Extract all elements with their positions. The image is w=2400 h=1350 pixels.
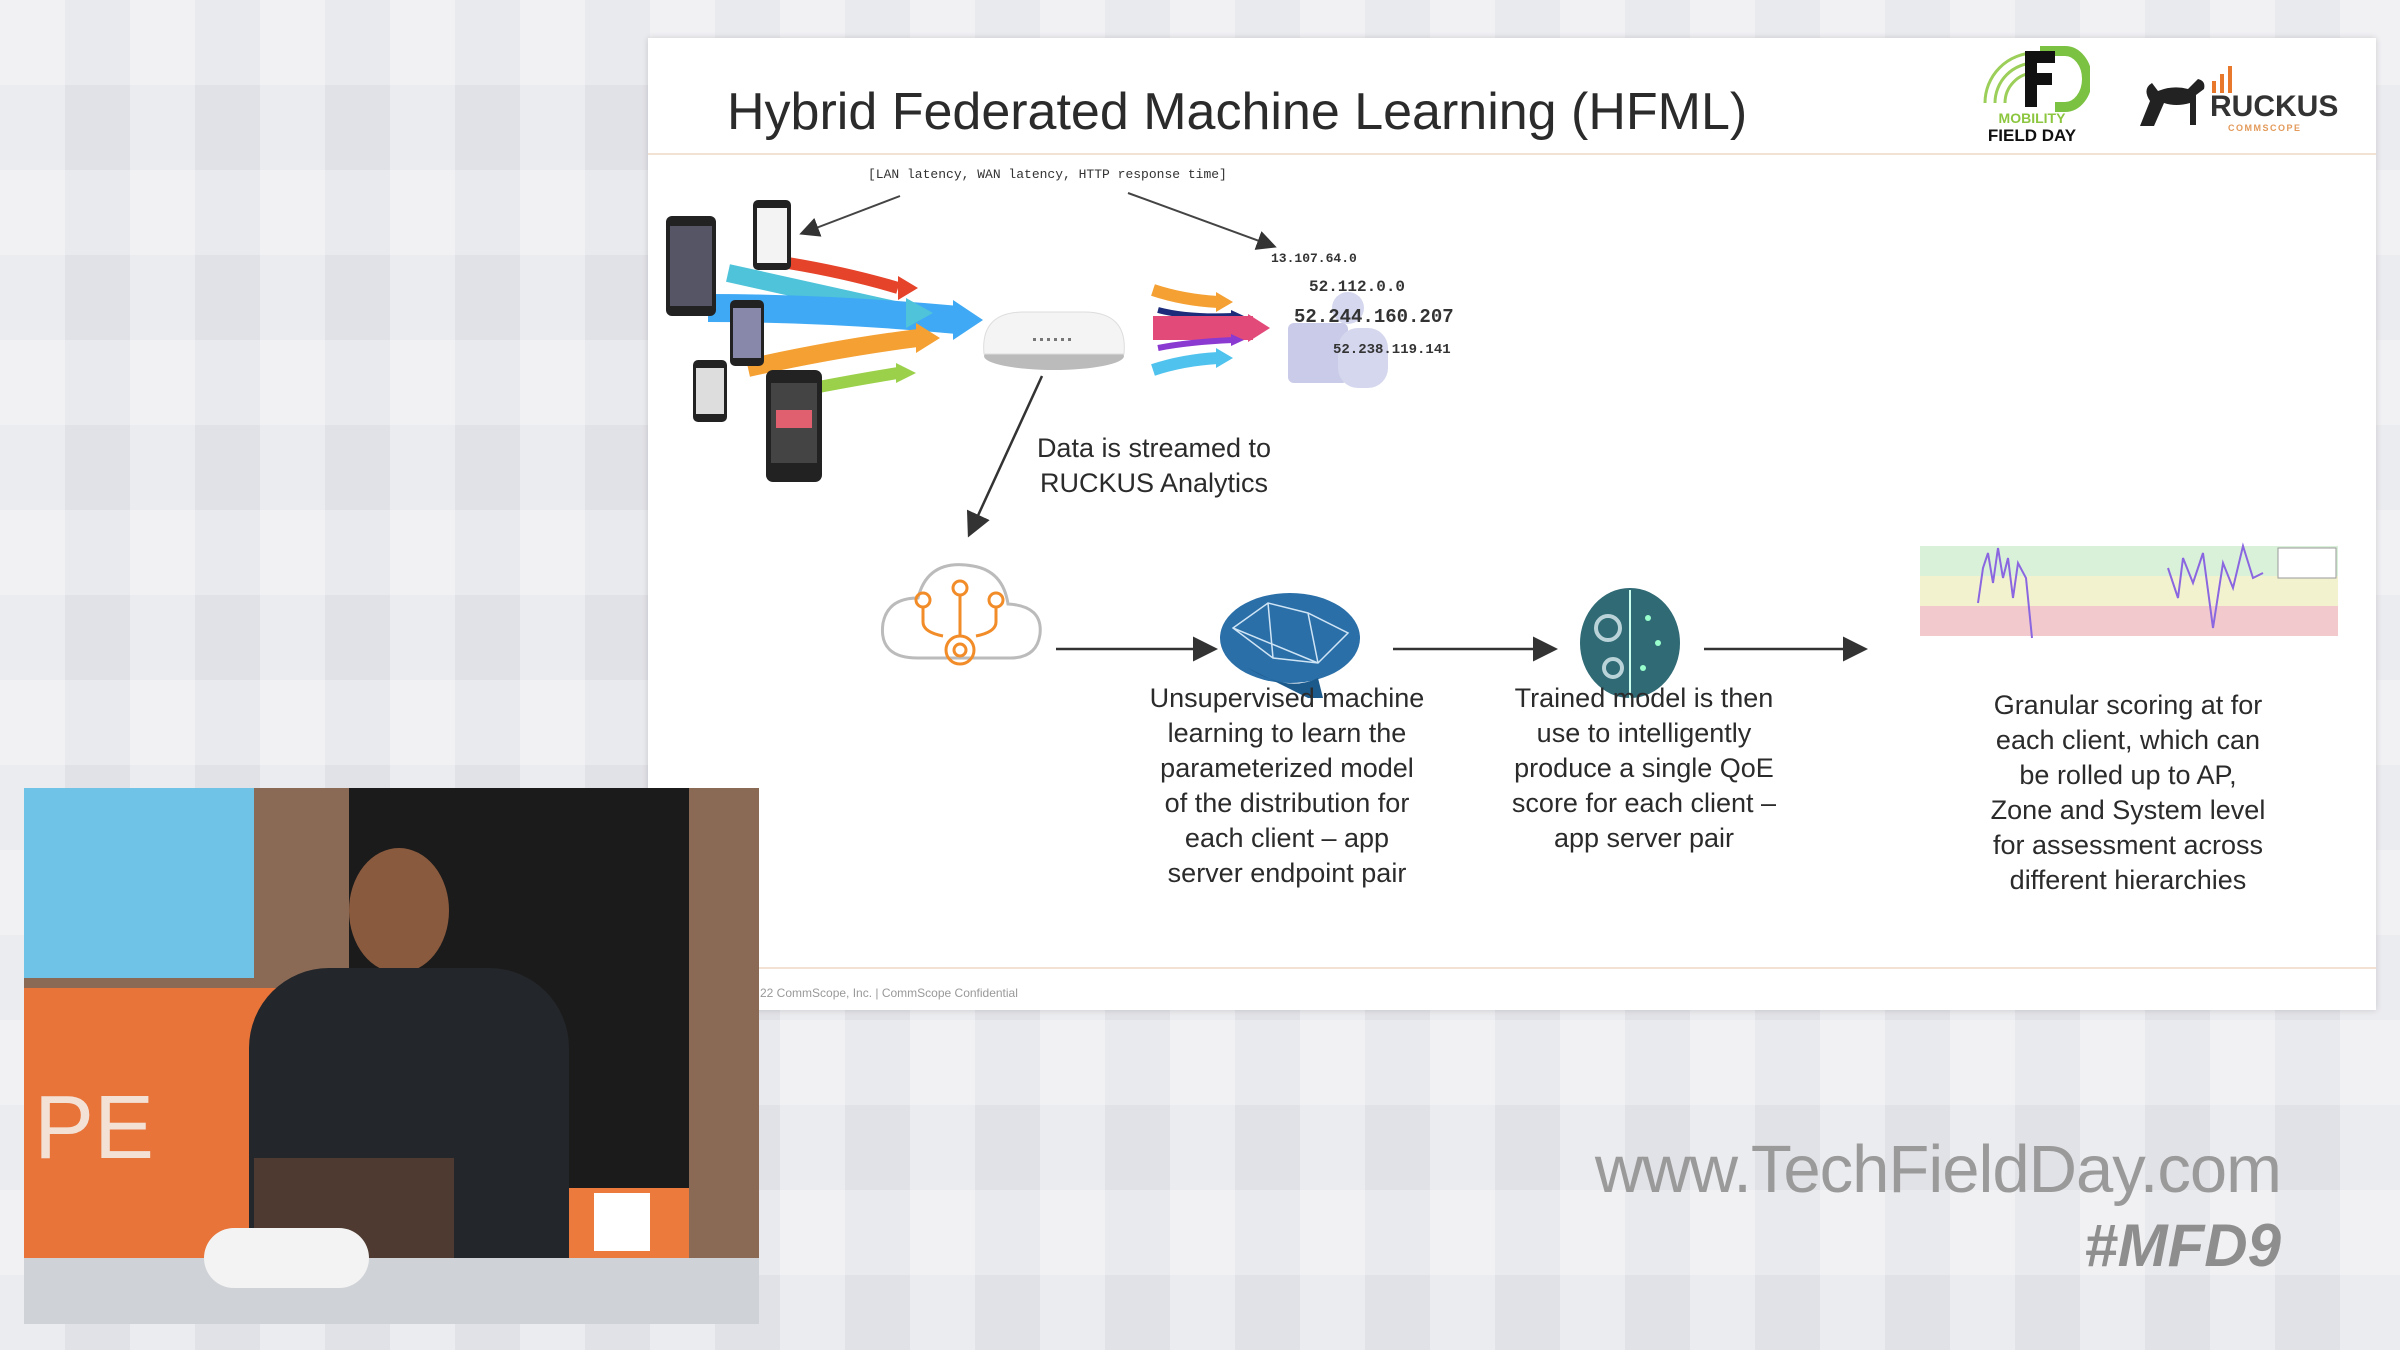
caption-line: parameterized model bbox=[1160, 753, 1414, 783]
caption-line: for assessment across bbox=[1992, 830, 2264, 860]
caption-line: score for each client – bbox=[1511, 788, 1777, 818]
caption-line: Trained model is then bbox=[1514, 683, 1774, 713]
website-watermark: www.TechFieldDay.com bbox=[1594, 1132, 2282, 1207]
caption-line: of the distribution for bbox=[1164, 788, 1410, 818]
stream-arrow bbox=[966, 375, 1044, 538]
ip-address: 52.244.160.207 bbox=[1294, 306, 1454, 328]
svg-text:MOBILITY: MOBILITY bbox=[1999, 110, 2067, 126]
cloud-analytics-icon bbox=[880, 563, 1042, 666]
step-scoring-text: Granular scoring at for each client, whi… bbox=[1958, 688, 2298, 898]
caption-line: app server pair bbox=[1553, 823, 1735, 853]
tv-screen bbox=[24, 788, 254, 978]
ip-address: 13.107.64.0 bbox=[1271, 251, 1357, 266]
caption-line: each client – app bbox=[1184, 823, 1390, 853]
brain-network-icon bbox=[1220, 593, 1360, 698]
presenter-video-feed: PE bbox=[24, 788, 759, 1324]
flow-diagram bbox=[666, 192, 2338, 698]
svg-text:FIELD DAY: FIELD DAY bbox=[1988, 126, 2077, 145]
step-trained-text: Trained model is then use to intelligent… bbox=[1474, 681, 1814, 856]
presenter-head bbox=[349, 848, 449, 973]
caption-line: Zone and System level bbox=[1990, 795, 2266, 825]
qr-code bbox=[594, 1193, 650, 1251]
caption-line: RUCKUS Analytics bbox=[1039, 468, 1269, 498]
caption-line: Granular scoring at for bbox=[1993, 690, 2263, 720]
qoe-score-chart-thumbnail bbox=[1920, 542, 2338, 639]
client-devices bbox=[666, 200, 822, 482]
metrics-label: [LAN latency, WAN latency, HTTP response… bbox=[868, 167, 1227, 182]
mobility-field-day-logo: MOBILITY FIELD DAY bbox=[1983, 46, 2090, 145]
svg-text:RUCKUS: RUCKUS bbox=[2210, 90, 2338, 123]
caption-line: use to intelligently bbox=[1536, 718, 1752, 748]
ruckus-commscope-logo: RUCKUS COMMSCOPE bbox=[2140, 66, 2338, 133]
ip-address: 52.238.119.141 bbox=[1333, 342, 1451, 358]
gear-brain-icon bbox=[1580, 588, 1680, 698]
flow-orange bbox=[746, 329, 920, 377]
flow-red bbox=[787, 257, 900, 294]
header-divider bbox=[648, 153, 2376, 155]
access-point-device bbox=[204, 1228, 369, 1288]
arrow-to-clients bbox=[799, 195, 901, 237]
hashtag-watermark: #MFD9 bbox=[2084, 1212, 2281, 1279]
step-unsupervised-text: Unsupervised machine learning to learn t… bbox=[1117, 681, 1457, 891]
caption-line: Data is streamed to bbox=[1036, 433, 1272, 463]
arrow-to-servers bbox=[1127, 192, 1277, 250]
caption-line: be rolled up to AP, bbox=[2019, 760, 2237, 790]
presentation-slide: Hybrid Federated Machine Learning (HFML)… bbox=[648, 38, 2376, 1010]
footer-divider bbox=[648, 967, 2376, 969]
svg-text:COMMSCOPE: COMMSCOPE bbox=[2228, 123, 2302, 133]
stream-caption: Data is streamed to RUCKUS Analytics bbox=[1004, 431, 1304, 501]
ip-address: 52.112.0.0 bbox=[1309, 278, 1406, 296]
caption-line: server endpoint pair bbox=[1167, 858, 1407, 888]
access-point-image bbox=[983, 311, 1125, 370]
caption-line: learning to learn the bbox=[1167, 718, 1407, 748]
caption-line: different hierarchies bbox=[2009, 865, 2247, 895]
banner-text: PE bbox=[34, 1078, 155, 1178]
slide-footer: 22 CommScope, Inc. | CommScope Confident… bbox=[760, 986, 1018, 1000]
caption-line: Unsupervised machine bbox=[1149, 683, 1425, 713]
caption-line: produce a single QoE bbox=[1514, 753, 1774, 783]
slide-title: Hybrid Federated Machine Learning (HFML) bbox=[727, 83, 1748, 141]
table-surface bbox=[24, 1258, 759, 1324]
teams-logo-icon bbox=[1288, 323, 1348, 383]
caption-line: each client, which can bbox=[1995, 725, 2261, 755]
